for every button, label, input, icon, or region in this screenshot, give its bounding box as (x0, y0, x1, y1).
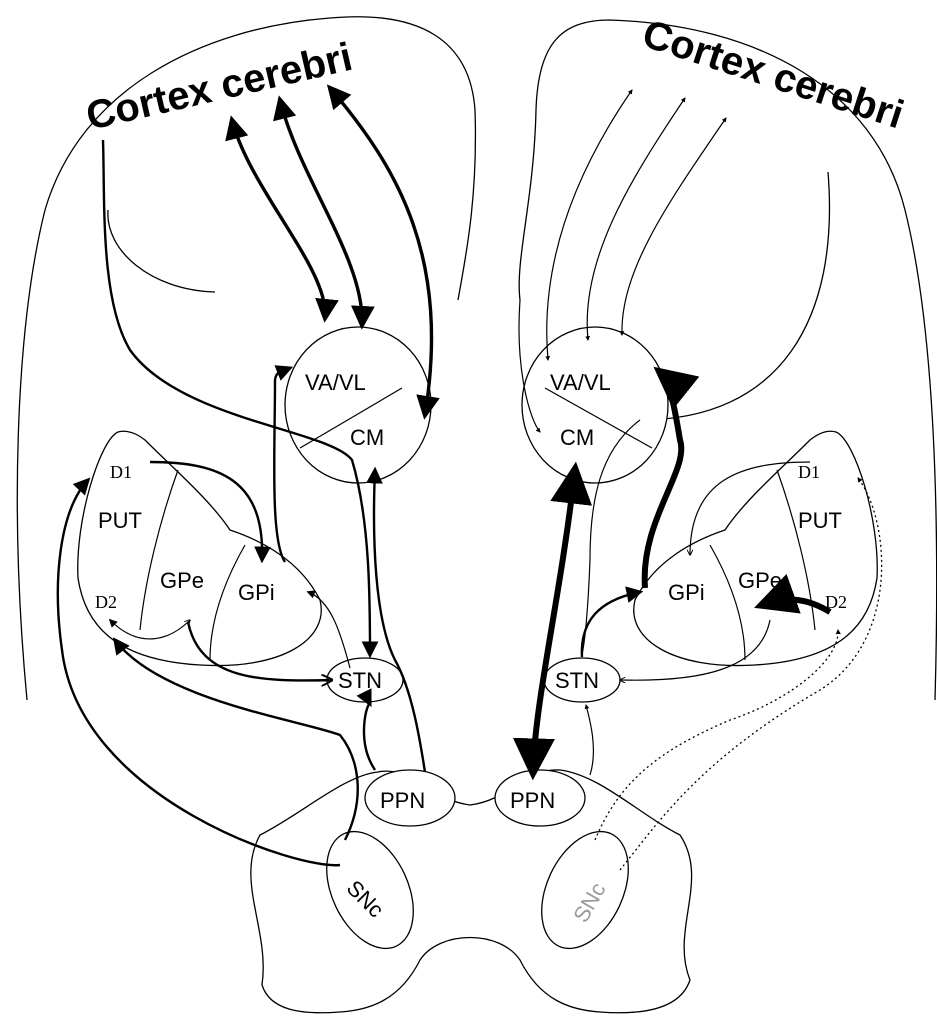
right-vavl-label: VA/VL (550, 370, 611, 395)
right-put-outline (634, 431, 878, 665)
right-d2-label: D2 (825, 592, 847, 612)
left-stn-label: STN (338, 668, 382, 693)
left-d2-label: D2 (95, 592, 117, 612)
right-pathways (519, 90, 882, 870)
right-ppn-label: PPN (510, 788, 555, 813)
left-cortex-label: Cortex cerebri (82, 35, 356, 139)
left-d1-label: D1 (110, 462, 132, 482)
right-cortex-label: Cortex cerebri (637, 12, 909, 138)
right-put-label: PUT (798, 508, 842, 533)
left-nuclei (78, 327, 455, 962)
left-gpi-label: GPi (238, 580, 275, 605)
left-thalamus (285, 327, 431, 483)
right-thalamus (522, 327, 668, 483)
left-gpe-label: GPe (160, 568, 204, 593)
left-ppn-label: PPN (380, 788, 425, 813)
left-vavl-label: VA/VL (305, 370, 366, 395)
right-gpe-label: GPe (738, 568, 782, 593)
left-put-label: PUT (98, 508, 142, 533)
right-d1-label: D1 (798, 462, 820, 482)
right-nuclei (495, 327, 877, 962)
left-cm-label: CM (350, 425, 384, 450)
right-gpi-label: GPi (668, 580, 705, 605)
right-cm-label: CM (560, 425, 594, 450)
right-stn-label: STN (555, 668, 599, 693)
